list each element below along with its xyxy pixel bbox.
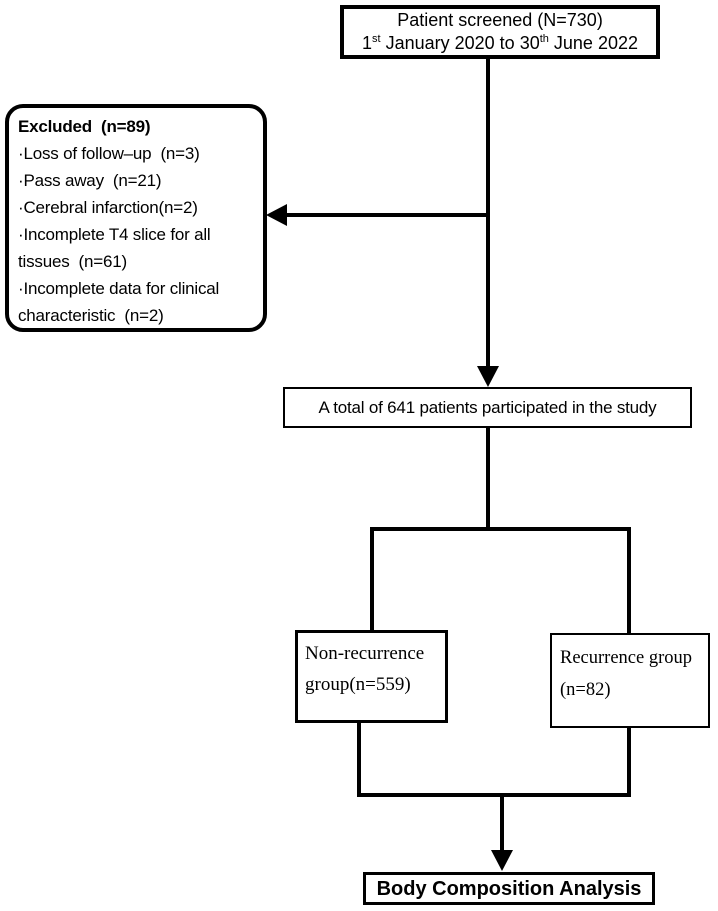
connector-recurrence-to-merge xyxy=(627,726,631,797)
analysis-title: Body Composition Analysis xyxy=(376,878,642,900)
arrowhead-left-excluded-icon xyxy=(266,204,287,226)
excluded-item-line: ·Incomplete T4 slice for all xyxy=(18,225,211,244)
nonrecurrence-line2: group(n=559) xyxy=(305,674,411,695)
recurrence-line1: Recurrence group xyxy=(560,648,693,668)
excluded-item-incomplete-t4: ·Incomplete T4 slice for all tissues (n=… xyxy=(18,221,259,275)
connector-merge-to-analysis xyxy=(500,795,504,852)
excluded-item-line: ·Loss of follow–up (n=3) xyxy=(18,144,200,163)
excluded-item-followup: ·Loss of follow–up (n=3) xyxy=(18,140,259,167)
connector-merge-horizontal xyxy=(357,793,631,797)
connector-screened-to-total xyxy=(486,58,490,368)
connector-total-to-split xyxy=(486,428,490,531)
arrowhead-down-total-icon xyxy=(477,366,499,387)
patient-screened-title: Patient screened (N=730) xyxy=(397,10,603,30)
date-start-day: 1 xyxy=(362,33,373,53)
total-participants-text: A total of 641 patients participated in … xyxy=(318,398,657,417)
date-middle: January 2020 to 30 xyxy=(380,33,540,53)
excluded-item-line: characteristic (n=2) xyxy=(18,306,164,325)
screening-date-range: 1st January 2020 to 30th June 2022 xyxy=(344,32,656,55)
excluded-item-incomplete-data: ·Incomplete data for clinical characteri… xyxy=(18,275,259,329)
total-participants-box: A total of 641 patients participated in … xyxy=(283,387,692,428)
patient-screened-box: Patient screened (N=730) 1st January 202… xyxy=(340,5,660,59)
recurrence-line2: (n=82) xyxy=(560,680,611,700)
connector-split-to-nonrecurrence xyxy=(370,527,374,630)
nonrecurrence-group-box: Non-recurrence group(n=559) xyxy=(295,630,448,723)
connector-nonrecurrence-to-merge xyxy=(357,721,361,797)
arrowhead-down-analysis-icon xyxy=(491,850,513,871)
nonrecurrence-line1: Non-recurrence xyxy=(305,643,425,664)
excluded-item-line: ·Cerebral infarction(n=2) xyxy=(18,198,198,217)
body-composition-analysis-box: Body Composition Analysis xyxy=(363,872,655,905)
excluded-item-pass-away: ·Pass away (n=21) xyxy=(18,167,259,194)
recurrence-group-box: Recurrence group (n=82) xyxy=(550,633,710,728)
excluded-item-line: ·Pass away (n=21) xyxy=(18,171,162,190)
excluded-item-line: tissues (n=61) xyxy=(18,252,127,271)
excluded-item-cerebral-infarction: ·Cerebral infarction(n=2) xyxy=(18,194,259,221)
date-start-superscript: st xyxy=(372,33,381,45)
excluded-title: Excluded (n=89) xyxy=(18,117,151,136)
connector-to-excluded xyxy=(284,213,488,217)
connector-split-to-recurrence xyxy=(627,527,631,633)
excluded-box: Excluded (n=89) ·Loss of follow–up (n=3)… xyxy=(5,104,267,332)
excluded-item-line: ·Incomplete data for clinical xyxy=(18,279,220,298)
connector-split-horizontal xyxy=(370,527,631,531)
date-end-superscript: th xyxy=(539,33,549,45)
date-end: June 2022 xyxy=(548,33,638,53)
